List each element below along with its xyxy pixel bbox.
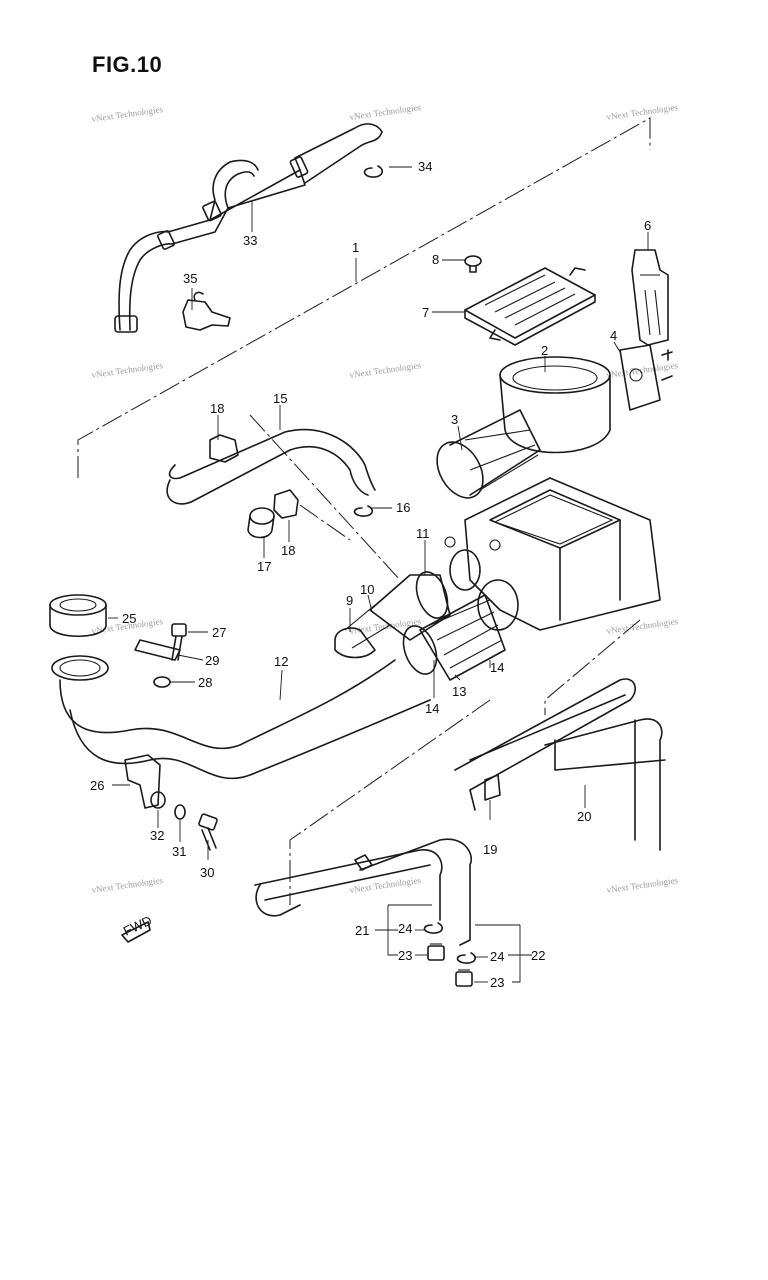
bracket-29 — [134, 639, 181, 661]
callout-1: 1 — [352, 240, 359, 255]
screw-8 — [464, 255, 482, 273]
clip-16 — [353, 505, 374, 517]
watermark: vNext Technologies — [349, 102, 422, 122]
callout-30: 30 — [200, 865, 214, 880]
forward-direction-arrow: FWD — [121, 913, 154, 943]
watermark: vNext Technologies — [91, 360, 164, 380]
leader-lines — [108, 166, 649, 983]
cap-17 — [247, 507, 275, 539]
bolt-27 — [171, 623, 187, 661]
hose-15 — [166, 428, 376, 505]
assembly-boundary-line — [77, 117, 651, 478]
callout-28: 28 — [198, 675, 212, 690]
intake-duct-12 — [51, 655, 431, 780]
callout-17: 17 — [257, 559, 271, 574]
callout-31: 31 — [172, 844, 186, 859]
clip-34 — [363, 165, 384, 178]
callout-labels: 1 2 3 4 6 7 8 9 10 11 12 13 14 14 15 16 … — [90, 159, 651, 990]
callout-4: 4 — [610, 328, 617, 343]
callout-19: 19 — [483, 842, 497, 857]
assembly-center-line — [249, 414, 401, 581]
callout-33: 33 — [243, 233, 257, 248]
drain-hose-21 — [254, 838, 472, 946]
callout-16: 16 — [396, 500, 410, 515]
callout-35: 35 — [183, 271, 197, 286]
seal-ring-25 — [49, 594, 107, 638]
fwd-label: FWD — [121, 913, 154, 939]
callout-12: 12 — [274, 654, 288, 669]
watermark: vNext Technologies — [91, 104, 164, 124]
intake-boot-13 — [402, 594, 506, 681]
washer-31 — [174, 804, 186, 820]
callout-20: 20 — [577, 809, 591, 824]
washer-32 — [150, 791, 166, 809]
callout-8: 8 — [432, 252, 439, 267]
watermark: vNext Technologies — [606, 875, 679, 895]
watermark: vNext Technologies — [606, 102, 679, 122]
callout-23a: 23 — [398, 948, 412, 963]
plug-23a — [427, 943, 445, 961]
callout-34: 34 — [418, 159, 432, 174]
plate-4 — [619, 344, 673, 411]
callout-23b: 23 — [490, 975, 504, 990]
callout-24b: 24 — [490, 949, 504, 964]
callout-11: 11 — [416, 526, 430, 541]
bolt-30 — [198, 813, 218, 851]
washer-28 — [153, 676, 171, 688]
figure-title: FIG.10 — [92, 52, 163, 77]
callout-3: 3 — [451, 412, 458, 427]
duct-clamp-11 — [334, 571, 451, 659]
callout-7: 7 — [422, 305, 429, 320]
callout-26: 26 — [90, 778, 104, 793]
callout-32: 32 — [150, 828, 164, 843]
clamp-18b — [273, 489, 299, 519]
callout-15: 15 — [273, 391, 287, 406]
bracket-6 — [631, 249, 669, 346]
filter-element-2 — [499, 356, 611, 454]
callout-24a: 24 — [398, 921, 412, 936]
clamp-18a — [209, 434, 239, 463]
callout-2: 2 — [541, 343, 548, 358]
callout-25: 25 — [122, 611, 136, 626]
callout-13: 13 — [452, 684, 466, 699]
watermark: vNext Technologies — [606, 616, 679, 636]
callout-27: 27 — [212, 625, 226, 640]
callout-21: 21 — [355, 923, 369, 938]
breather-hose-33 — [114, 123, 383, 333]
callout-9: 9 — [346, 593, 353, 608]
drain-hose-20 — [454, 678, 666, 851]
cover-7 — [464, 267, 596, 346]
watermarks: vNext Technologies vNext Technologies vN… — [91, 102, 679, 895]
clamp-35 — [182, 291, 231, 331]
watermark: vNext Technologies — [349, 875, 422, 895]
callout-29: 29 — [205, 653, 219, 668]
callout-14a: 14 — [425, 701, 439, 716]
callout-22: 22 — [531, 948, 545, 963]
callout-18a: 18 — [210, 401, 224, 416]
watermark: vNext Technologies — [349, 360, 422, 380]
callout-14b: 14 — [490, 660, 504, 675]
clip-24a — [423, 922, 444, 934]
plug-23b — [455, 969, 473, 987]
filter-cage-3 — [436, 409, 541, 499]
lower-assembly-line — [289, 619, 641, 905]
callout-18b: 18 — [281, 543, 295, 558]
watermark: vNext Technologies — [91, 875, 164, 895]
connector-19 — [484, 774, 501, 801]
air-cleaner-case — [444, 477, 661, 631]
callout-6: 6 — [644, 218, 651, 233]
bracket-26 — [124, 754, 161, 809]
callout-10: 10 — [360, 582, 374, 597]
clip-24b — [456, 952, 477, 964]
